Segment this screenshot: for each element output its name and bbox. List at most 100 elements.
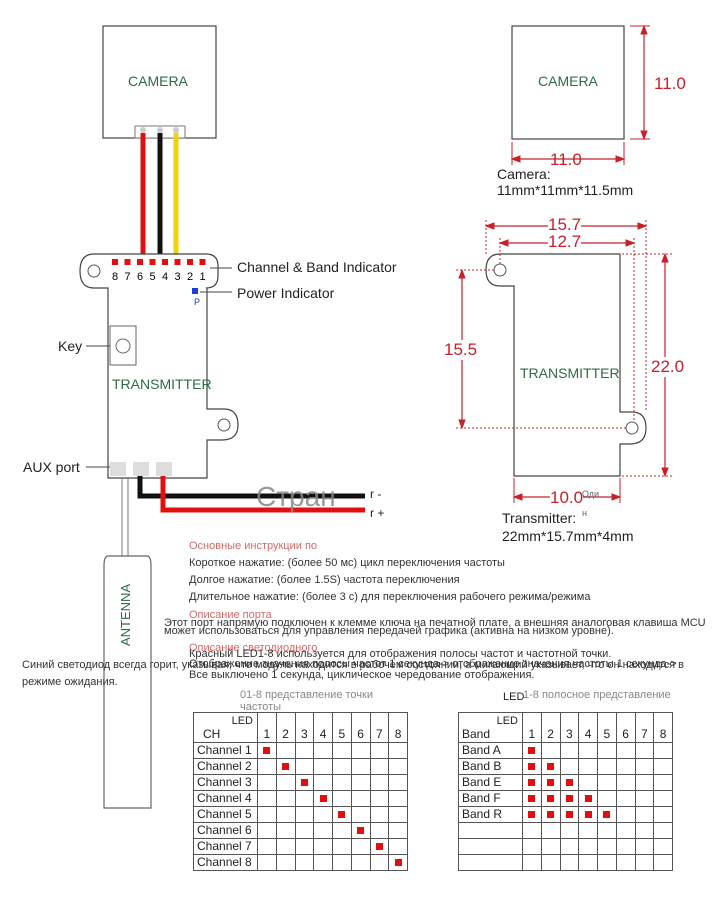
heading-led-description: Описание светодиодного [189, 642, 318, 654]
channel-cell [313, 758, 333, 775]
channel-cell [275, 774, 296, 791]
power-indicator-label: Power Indicator [237, 285, 335, 301]
led-7 [124, 259, 131, 265]
table-row: Channel 6 [193, 822, 408, 839]
band-cell [634, 790, 655, 807]
instruction-line-2: Долгое нажатие: (более 1.5S) частота пер… [189, 574, 460, 586]
table-row: Band R [458, 806, 673, 823]
led-on-marker [584, 795, 592, 803]
transmitter-size-title: Transmitter: [502, 510, 577, 526]
dim-transmitter-label: TRANSMITTER [520, 365, 620, 381]
band-cell [653, 838, 673, 855]
dim-camera-height [630, 24, 650, 141]
led-on-marker [584, 811, 592, 819]
led-on-marker [565, 811, 573, 819]
table-row: Band E [458, 774, 673, 791]
led-on-marker [547, 763, 555, 771]
band-row-label: Band B [458, 758, 523, 775]
band-cell [578, 790, 598, 807]
channel-cell [369, 838, 390, 855]
antenna-body [103, 555, 152, 809]
band-cell [578, 838, 598, 855]
band-cell [653, 806, 673, 823]
band-row-label [458, 822, 523, 839]
led-number-label: 4 [162, 271, 168, 283]
band-row-label: Band E [458, 774, 523, 791]
channel-cell [369, 854, 390, 871]
band-cell [634, 838, 655, 855]
channel-row-label: Channel 5 [193, 806, 258, 823]
led-on-marker [282, 763, 290, 771]
channel-cell [257, 790, 277, 807]
band-cell [597, 790, 617, 807]
dim-camera-label: CAMERA [538, 73, 598, 89]
band-cell [597, 774, 617, 791]
led-number-label: 8 [112, 271, 118, 283]
dim-camera-width-value: 11.0 [550, 150, 582, 169]
led-on-marker [528, 747, 536, 755]
camera-box [102, 25, 217, 139]
band-cell [540, 758, 561, 775]
band-cell [578, 822, 598, 839]
band-cell [634, 806, 655, 823]
port-line-1: Этот порт напрямую подключен к клемме кл… [164, 617, 706, 629]
dim-camera-height-value: 11.0 [654, 74, 686, 93]
band-cell [634, 822, 655, 839]
channel-cell [332, 822, 352, 839]
table-row [458, 822, 673, 839]
band-cell [559, 854, 580, 871]
dim-12-7-value: 12.7 [548, 232, 582, 252]
led-on-marker [603, 811, 611, 819]
led-on-marker [528, 811, 536, 819]
band-row-label [458, 854, 523, 871]
channel-cell [350, 790, 371, 807]
channel-cell [313, 774, 333, 791]
channel-band-indicator-label: Channel & Band Indicator [237, 259, 397, 275]
camera-size-value: 11mm*11mm*11.5mm [497, 182, 634, 198]
band-row-label [458, 838, 523, 855]
table-row: Channel 4 [193, 790, 408, 807]
channel-table-corner: LED CH [193, 712, 258, 743]
table-row: Channel 2 [193, 758, 408, 775]
mount-hole-right [217, 418, 231, 432]
led-on-marker [338, 811, 346, 819]
band-cell [540, 806, 561, 823]
channel-cell [388, 822, 408, 839]
channel-cell [275, 838, 296, 855]
table-row: Band F [458, 790, 673, 807]
band-cell [540, 742, 561, 759]
band-cell [653, 790, 673, 807]
band-table-caption: 1-8 полосное представление [523, 689, 671, 701]
band-cell [522, 774, 542, 791]
band-cell [597, 806, 617, 823]
channel-cell [350, 774, 371, 791]
led-on-marker [528, 795, 536, 803]
band-cell [559, 774, 580, 791]
led-number-label: 5 [149, 271, 155, 283]
aux-port-label: AUX port [23, 459, 80, 475]
channel-cell [388, 742, 408, 759]
band-cell [597, 742, 617, 759]
band-cell [522, 742, 542, 759]
band-col-header: 2 [540, 712, 561, 743]
channel-row-label: Channel 2 [193, 758, 258, 775]
table-row: Channel 3 [193, 774, 408, 791]
channel-cell [388, 790, 408, 807]
table-row: Channel 8 [193, 854, 408, 871]
channel-cell [350, 822, 371, 839]
band-cell [540, 774, 561, 791]
band-row-label: Band A [458, 742, 523, 759]
dim-15-7-value: 15.7 [548, 215, 582, 235]
band-table-caption-prefix: LED [503, 691, 525, 703]
led-on-marker [319, 795, 327, 803]
power-wire-red [160, 476, 365, 513]
channel-cell [313, 790, 333, 807]
aux-pad-3 [156, 462, 172, 476]
led-on-marker [375, 843, 383, 851]
channel-cell [313, 822, 333, 839]
dim-10-0-value: 10.0 [550, 488, 584, 508]
channel-col-header: 7 [369, 712, 390, 743]
channel-cell [332, 838, 352, 855]
